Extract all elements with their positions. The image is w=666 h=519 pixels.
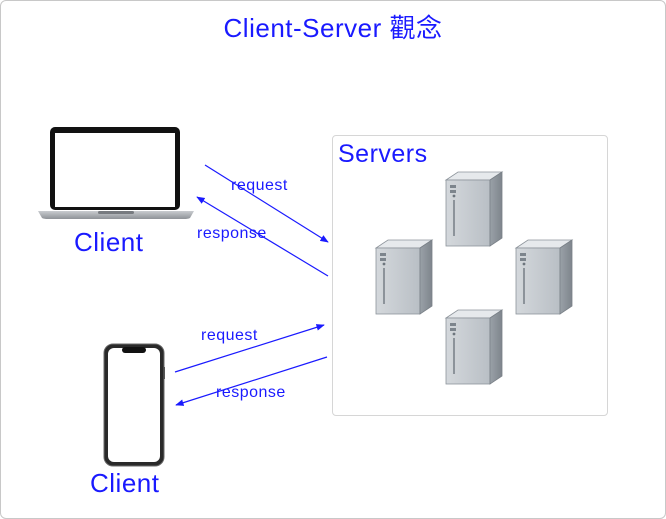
arrow-response-laptop (196, 196, 329, 277)
server-icon (444, 171, 504, 247)
arrow-request-phone (174, 324, 325, 373)
request-label-laptop: request (231, 177, 288, 194)
diagram-title: Client-Server 觀念 (223, 13, 443, 43)
client-label-phone: Client (90, 468, 160, 498)
client-label-laptop: Client (74, 227, 144, 257)
server-icon (374, 239, 434, 315)
response-label-phone: response (216, 384, 286, 401)
laptop-icon (38, 127, 194, 219)
request-label-phone: request (201, 327, 258, 344)
response-label-laptop: response (197, 225, 267, 242)
server-icon (514, 239, 574, 315)
servers-label: Servers (338, 140, 428, 168)
arrow-request-laptop (204, 164, 329, 243)
smartphone-icon (103, 343, 165, 467)
arrow-response-phone (175, 356, 328, 406)
server-icon (444, 309, 504, 385)
